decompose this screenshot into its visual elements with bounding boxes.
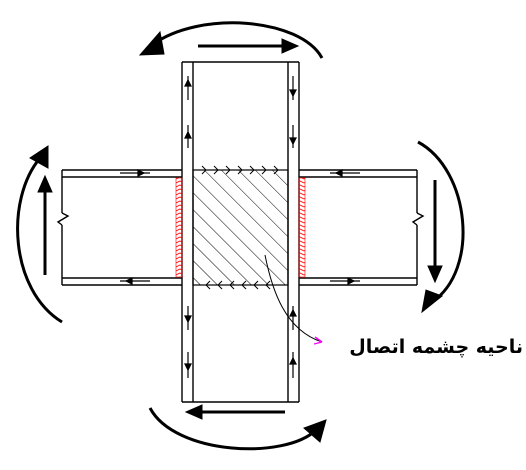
arrow-top: [281, 38, 300, 54]
left-beam: [56, 169, 182, 286]
moment-arcs: [16, 21, 465, 451]
arrow-left: [37, 174, 53, 193]
moment-arc-top: [151, 21, 324, 59]
weld-right: [298, 177, 306, 278]
arrow-bottom: [184, 404, 203, 420]
welds: [175, 177, 306, 278]
shear-arrows: [37, 38, 443, 420]
leader-line: [264, 254, 323, 345]
arrow-right: [427, 265, 443, 284]
weld-left: [175, 177, 183, 278]
right-beam: [299, 169, 425, 286]
moment-arc-left: [16, 157, 63, 324]
flange-force-marks: [120, 76, 360, 378]
panel-zone: [192, 165, 289, 290]
moment-arc-right: [417, 140, 465, 304]
panel-zone-label: ناحیه چشمه اتصال: [349, 336, 523, 358]
moment-arc-bottom: [148, 407, 318, 451]
